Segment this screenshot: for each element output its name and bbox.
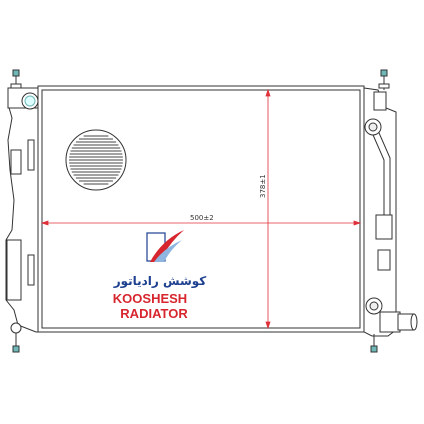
lower-hose-outlet — [379, 311, 418, 333]
top-right-pin — [378, 69, 390, 90]
height-dimension — [265, 88, 271, 330]
brand-logo: کوشش رادیاتور KOOSHESH RADIATOR — [113, 230, 207, 321]
brand-name-farsi: کوشش رادیاتور — [113, 274, 207, 289]
brand-name-line2: RADIATOR — [120, 306, 188, 321]
radiator-core — [37, 85, 365, 333]
bottom-left-pin — [10, 322, 22, 353]
fan-louver-grille — [65, 129, 127, 191]
width-dimension-label: 500±2 — [190, 214, 214, 222]
width-dimension — [40, 220, 362, 226]
top-left-pin — [10, 69, 22, 89]
height-dimension-label: 378±1 — [259, 174, 267, 198]
logo-mark — [146, 230, 184, 262]
brand-name-line1: KOOSHESH — [113, 291, 187, 306]
upper-right-fitting — [364, 118, 382, 136]
upper-hose-inlet — [7, 87, 39, 110]
lower-right-fitting — [365, 297, 383, 315]
bottom-right-pin — [370, 334, 378, 353]
side-pipe — [369, 125, 391, 215]
left-tank — [5, 87, 39, 333]
